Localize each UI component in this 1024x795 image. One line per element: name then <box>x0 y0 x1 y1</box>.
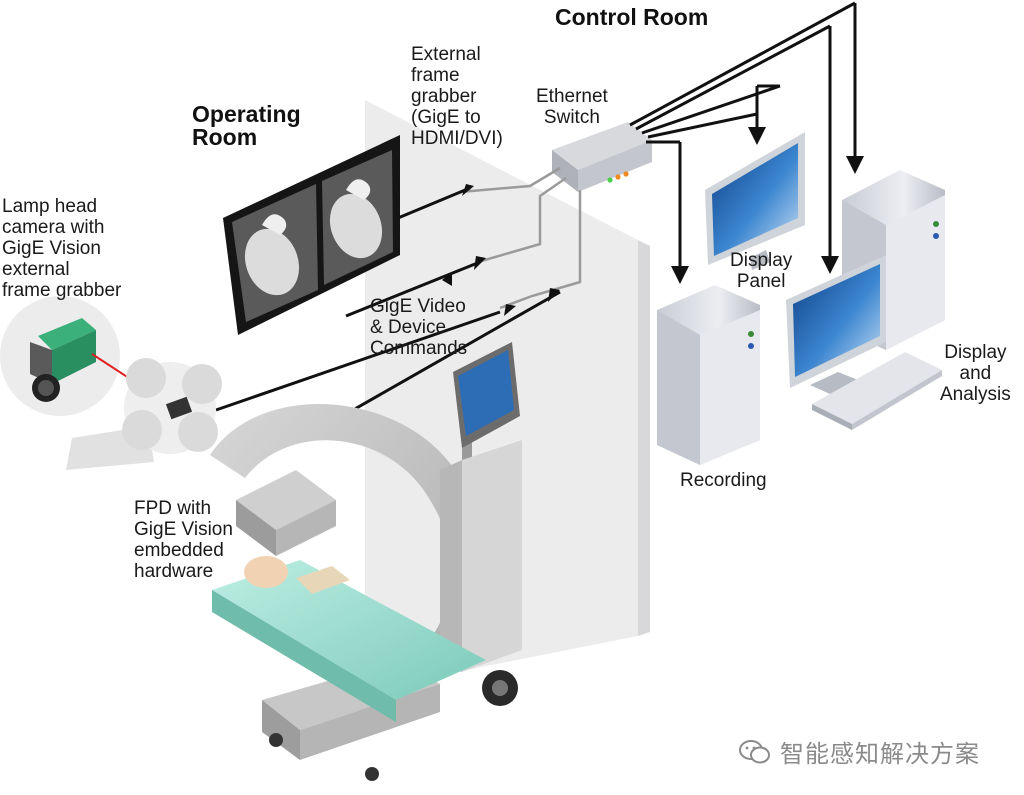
operating-room-heading: Operating Room <box>192 101 301 150</box>
c-arm-icon <box>210 342 522 720</box>
surgical-lamp-icon <box>66 358 222 470</box>
recording-tower-icon <box>657 285 760 465</box>
display-analysis-label: Display and Analysis <box>940 342 1011 405</box>
watermark-text: 智能感知解决方案 <box>780 740 980 768</box>
keyboard-icon <box>812 352 942 430</box>
xray-wall-monitor <box>223 135 400 335</box>
watermark: 智能感知解决方案 <box>738 734 980 769</box>
display-panel-label: Display Panel <box>730 250 793 292</box>
camera-icon <box>30 318 96 402</box>
wechat-icon <box>739 739 770 763</box>
fpd-gige-label: FPD with GigE Vision embedded hardware <box>134 498 233 582</box>
lamp-head-camera-label: Lamp head camera with GigE Vision extern… <box>2 196 122 301</box>
ethernet-switch-icon <box>552 122 652 192</box>
analysis-monitor-icon <box>786 255 886 394</box>
recording-label: Recording <box>680 470 767 491</box>
patient-bed-icon <box>212 556 486 781</box>
display-panel-monitor-icon <box>705 132 805 270</box>
ethernet-switch-label: Ethernet Switch <box>536 86 608 128</box>
external-frame-grabber-label: External frame grabber (GigE to HDMI/DVI… <box>411 44 503 149</box>
network-cables <box>215 1 864 432</box>
gige-video-commands-label: GigE Video & Device Commands <box>370 296 468 359</box>
control-room-heading: Control Room <box>555 4 709 30</box>
